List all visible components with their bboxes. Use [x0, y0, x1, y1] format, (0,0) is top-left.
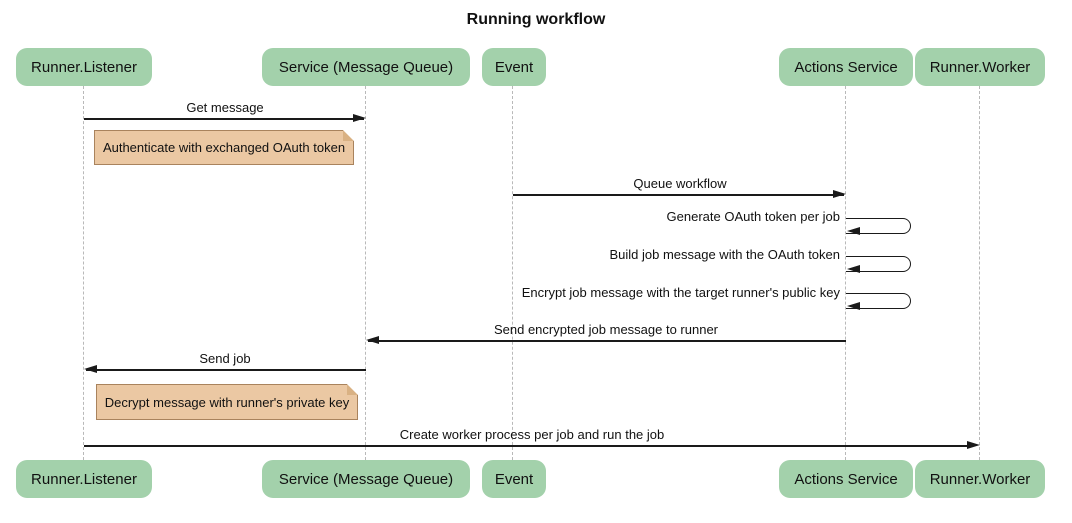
participant-label: Service (Message Queue) [278, 470, 454, 488]
lifeline-service-message-queue [365, 86, 366, 460]
participant-event-bottom: Event [482, 460, 546, 498]
participant-label: Runner.Worker [929, 470, 1031, 488]
message-line-send-encrypted [368, 340, 846, 342]
arrowhead-icon [366, 336, 379, 344]
message-label-queue-workflow: Queue workflow [633, 176, 727, 191]
participant-label: Actions Service [794, 58, 898, 76]
arrowhead-icon [84, 365, 97, 373]
participant-service-message-queue-bottom: Service (Message Queue) [262, 460, 470, 498]
arrowhead-icon [353, 114, 366, 122]
message-line-send-job [86, 369, 366, 371]
participant-label: Runner.Listener [31, 470, 137, 488]
lifeline-runner-worker [979, 86, 980, 460]
message-line-create-worker [84, 445, 968, 447]
note-decrypt: Decrypt message with runner's private ke… [96, 384, 358, 420]
participant-label: Event [494, 58, 534, 76]
arrowhead-icon [967, 441, 980, 449]
arrowhead-icon [833, 190, 846, 198]
participant-runner-worker-bottom: Runner.Worker [915, 460, 1045, 498]
self-message-label-build-job-message: Build job message with the OAuth token [609, 247, 840, 262]
note-authenticate: Authenticate with exchanged OAuth token [94, 130, 354, 165]
note-fold-cut [343, 130, 354, 141]
participant-label: Service (Message Queue) [278, 58, 454, 76]
arrowhead-icon [847, 302, 860, 310]
participant-runner-worker-top: Runner.Worker [915, 48, 1045, 86]
self-message-loop [846, 218, 911, 234]
lifeline-actions-service [845, 86, 846, 460]
message-line-queue-workflow [513, 194, 844, 196]
self-message-loop [846, 256, 911, 272]
participant-actions-service-top: Actions Service [779, 48, 913, 86]
message-label-send-encrypted: Send encrypted job message to runner [493, 322, 719, 337]
participant-service-message-queue-top: Service (Message Queue) [262, 48, 470, 86]
participant-runner-listener-top: Runner.Listener [16, 48, 152, 86]
note-fold-cut [347, 384, 358, 395]
message-label-send-job: Send job [199, 351, 251, 366]
arrowhead-icon [847, 227, 860, 235]
participant-label: Event [494, 470, 534, 488]
self-message-label-encrypt-job-message: Encrypt job message with the target runn… [521, 285, 840, 300]
self-message-label-generate-oauth: Generate OAuth token per job [666, 209, 840, 224]
message-label-get-message: Get message [186, 100, 264, 115]
participant-label: Runner.Listener [31, 58, 137, 76]
diagram-title: Running workflow [466, 11, 606, 28]
arrowhead-icon [847, 265, 860, 273]
message-line-get-message [84, 118, 364, 120]
message-label-create-worker: Create worker process per job and run th… [399, 427, 665, 442]
participant-runner-listener-bottom: Runner.Listener [16, 460, 152, 498]
self-message-loop [846, 293, 911, 309]
note-label: Authenticate with exchanged OAuth token [102, 140, 346, 155]
note-label: Decrypt message with runner's private ke… [104, 394, 350, 410]
participant-event-top: Event [482, 48, 546, 86]
participant-actions-service-bottom: Actions Service [779, 460, 913, 498]
lifeline-event [512, 86, 513, 460]
participant-label: Runner.Worker [929, 58, 1031, 76]
participant-label: Actions Service [794, 470, 898, 488]
lifeline-runner-listener [83, 86, 84, 460]
